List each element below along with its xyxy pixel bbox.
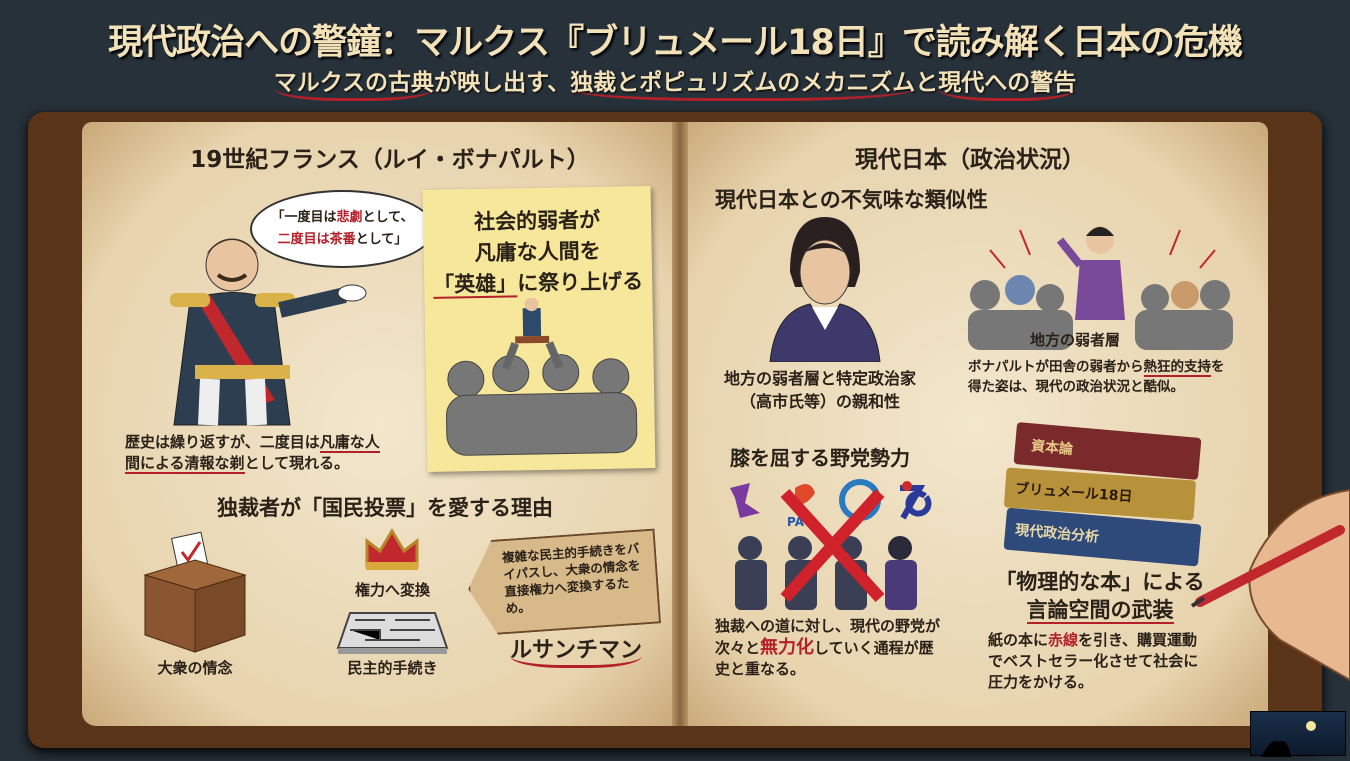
- books-heading-line: 「物理的な本」による: [995, 570, 1205, 594]
- left-heading: 19世紀フランス（ルイ・ボナパルト）: [190, 147, 590, 173]
- ressentiment-label: ルサンチマン: [510, 632, 643, 668]
- right-heading: 現代日本（政治状況）: [855, 147, 1085, 173]
- books-caption: 紙の本に赤線を引き、購買運動でベストセラー化させて社会に圧力をかける。: [988, 630, 1210, 693]
- opposition-caption: 独裁への道に対し、現代の野党が次々と無力化していく通程が歴史と重なる。: [715, 616, 940, 680]
- note-line: に祭り上げる: [516, 269, 644, 296]
- explanation-tag: 複雑な民主的手続きをバイパスし、大衆の情念を直接権力へ変換するため。: [465, 528, 661, 636]
- portrait-caption-line: （高市氏等）の親和性: [739, 392, 900, 411]
- opposition-illustration: PA: [730, 479, 932, 610]
- history-caption: 歴史は繰り返すが、二度目は凡庸な人間による清報な剃として現れる。: [125, 432, 385, 474]
- ballot-label: 大衆の情念: [157, 659, 233, 677]
- subtitle-part: 独裁とポピュリズムのメカニズム: [570, 70, 916, 101]
- note-hero: 「英雄」: [433, 271, 518, 299]
- caption-text: として現れる。: [244, 454, 350, 472]
- subtitle-part: 現代への警告: [938, 70, 1077, 101]
- right-page: [680, 122, 1268, 726]
- similarity-heading: 現代日本との不気味な類似性: [715, 188, 988, 212]
- crowd-caption: ボナパルトが田舎の弱者から熱狂的支持を得た姿は、現代の政治状況と酷似。: [968, 357, 1233, 397]
- subtitle-part: と: [915, 70, 939, 96]
- hand-with-red-pen-illustration: [1190, 488, 1350, 682]
- caption-text: 独裁への道に対し、現代の野党が次々と: [715, 617, 941, 657]
- portrait-caption: 地方の弱者層と特定政治家 （高市氏等）の親和性: [710, 367, 930, 413]
- portrait-caption-line: 地方の弱者層と特定政治家: [723, 369, 916, 388]
- caption-highlight: 無力化: [760, 637, 815, 658]
- ballot-box-icon: [143, 531, 247, 653]
- crowd-label: 地方の弱者層: [1030, 331, 1121, 349]
- quote-text: 「一度目は: [271, 210, 337, 225]
- subtitle-part: マルクスの古典: [273, 70, 435, 101]
- caption-text: を引き、購買運動でベストセラー化させて社会に圧力をかける。: [988, 631, 1199, 691]
- party-logo-icon: [795, 484, 815, 505]
- party-logo-icon: [900, 485, 932, 520]
- quote-text: として」: [355, 232, 408, 247]
- crown-icon: [365, 528, 419, 570]
- thumbnail-icon: [1250, 711, 1346, 757]
- caption-highlight: 赤線: [1048, 631, 1079, 649]
- quote-text: として、: [362, 210, 414, 225]
- caption-highlight: 熱狂的支持: [1143, 359, 1211, 377]
- red-x-mark: [780, 488, 885, 603]
- caption-highlight: 人間による清報な剃: [125, 433, 380, 474]
- quote-highlight: 二度目は茶番: [277, 232, 356, 247]
- napoleon-illustration: [170, 238, 367, 426]
- subtitle-part: が映し出す、: [434, 70, 571, 96]
- caption-highlight: 凡庸な: [319, 433, 365, 453]
- subtitle: マルクスの古典が映し出す、独裁とポピュリズムのメカニズムと現代への警告: [0, 63, 1350, 101]
- caption-text: していく通程が歴史と重なる。: [715, 639, 934, 678]
- politician-portrait: [769, 217, 881, 362]
- caption-text: ボナパルトが田舎の弱者から: [968, 359, 1144, 375]
- maze-label: 民主的手続き: [347, 659, 438, 677]
- maze-icon: [336, 612, 449, 654]
- crowd-lifting-hero-illustration: [445, 297, 638, 456]
- crown-label: 権力へ変換: [354, 581, 430, 599]
- book-spine: [672, 122, 688, 726]
- sticky-note: 社会的弱者が 凡庸な人間を 「英雄」に祭り上げる: [422, 186, 656, 472]
- quote-highlight: 悲劇: [336, 210, 363, 225]
- ressentiment-text: ルサンチマン: [510, 638, 643, 668]
- note-line: 社会的弱者が: [473, 207, 601, 235]
- note-line: 凡庸な人間を: [474, 238, 601, 266]
- books-heading-line: 言論空間の武装: [1026, 598, 1174, 624]
- opposition-heading: 膝を屈する野党勢力: [730, 446, 910, 470]
- books-heading: 「物理的な本」による 言論空間の武装: [965, 568, 1235, 624]
- caption-text: 紙の本に: [988, 631, 1049, 649]
- book-stack: 資本論 ブリュメール18日 現代政治分析: [1003, 422, 1205, 567]
- referendum-heading: 独裁者が「国民投票」を愛する理由: [217, 496, 553, 520]
- party-logo-icon: [730, 483, 760, 518]
- caption-text: を得た姿は、現代の政治状況と酷似。: [968, 359, 1225, 395]
- cheering-crowd-illustration: [968, 226, 1233, 350]
- caption-text: 歴史は繰り返すが、二度目は: [125, 433, 320, 451]
- page-title: 現代政治への警鐘：マルクス『ブリュメール18日』で読み解く日本の危機: [108, 23, 1243, 63]
